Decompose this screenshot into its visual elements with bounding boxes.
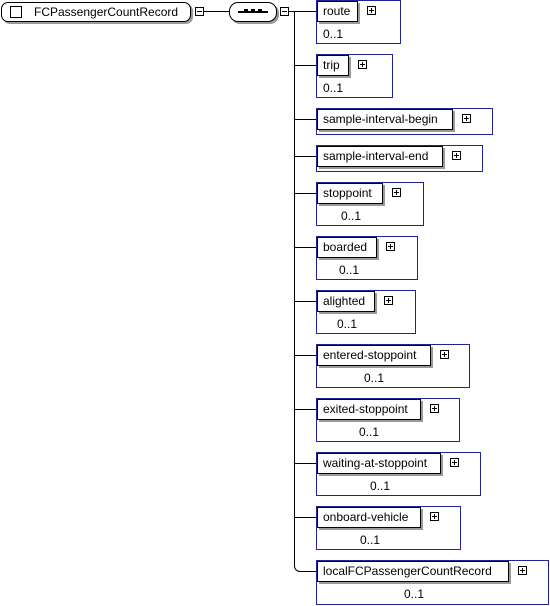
connector-line bbox=[289, 11, 295, 12]
expand-icon[interactable] bbox=[430, 404, 439, 413]
element-label: alighted bbox=[317, 291, 375, 312]
branch-line bbox=[294, 517, 316, 518]
occurrence-label: 0..1 bbox=[364, 371, 385, 385]
sequence-compositor[interactable] bbox=[229, 2, 277, 22]
occurrence-label: 0..1 bbox=[337, 317, 358, 331]
expand-icon[interactable] bbox=[367, 6, 376, 15]
collapse-icon[interactable] bbox=[280, 7, 289, 16]
element-label: stoppoint bbox=[317, 183, 383, 204]
expand-icon[interactable] bbox=[430, 512, 439, 521]
element-node-exited-stoppoint[interactable]: exited-stoppoint 0..1 bbox=[316, 398, 460, 442]
branch-line bbox=[294, 301, 316, 302]
occurrence-label: 0..1 bbox=[323, 27, 344, 41]
element-node-sample-interval-end[interactable]: sample-interval-end bbox=[316, 145, 483, 172]
branch-curve bbox=[294, 565, 301, 572]
occurrence-label: 0..1 bbox=[339, 263, 360, 277]
expand-icon[interactable] bbox=[386, 242, 395, 251]
element-label: sample-interval-end bbox=[317, 146, 443, 167]
branch-line bbox=[294, 355, 316, 356]
branch-line bbox=[294, 156, 316, 157]
expand-icon[interactable] bbox=[452, 151, 461, 160]
sequence-dot bbox=[258, 9, 262, 13]
element-node-alighted[interactable]: alighted 0..1 bbox=[316, 290, 416, 334]
element-node-trip[interactable]: trip 0..1 bbox=[316, 54, 393, 98]
branch-line bbox=[294, 119, 316, 120]
occurrence-label: 0..1 bbox=[370, 479, 391, 493]
branch-line bbox=[294, 11, 316, 12]
branch-line bbox=[294, 193, 316, 194]
expand-icon[interactable] bbox=[440, 350, 449, 359]
expand-icon[interactable] bbox=[518, 566, 527, 575]
element-label: localFCPassengerCountRecord bbox=[317, 561, 509, 582]
sequence-dot bbox=[251, 9, 255, 13]
expand-icon[interactable] bbox=[384, 296, 393, 305]
branch-line bbox=[294, 65, 316, 66]
occurrence-label: 0..1 bbox=[360, 533, 381, 547]
expand-icon[interactable] bbox=[450, 458, 459, 467]
element-label: entered-stoppoint bbox=[317, 345, 431, 366]
expand-icon[interactable] bbox=[358, 60, 367, 69]
element-node-onboard-vehicle[interactable]: onboard-vehicle 0..1 bbox=[316, 506, 461, 550]
collapse-icon[interactable] bbox=[195, 7, 204, 16]
element-node-boarded[interactable]: boarded 0..1 bbox=[316, 236, 418, 280]
element-node-entered-stoppoint[interactable]: entered-stoppoint 0..1 bbox=[316, 344, 470, 388]
element-label: waiting-at-stoppoint bbox=[317, 453, 441, 474]
element-label: onboard-vehicle bbox=[317, 507, 421, 528]
element-node-sample-interval-begin[interactable]: sample-interval-begin bbox=[316, 108, 493, 135]
expand-icon[interactable] bbox=[392, 188, 401, 197]
element-node-stoppoint[interactable]: stoppoint 0..1 bbox=[316, 182, 424, 226]
expand-icon[interactable] bbox=[462, 114, 471, 123]
element-node-waiting-at-stoppoint[interactable]: waiting-at-stoppoint 0..1 bbox=[316, 452, 481, 496]
element-label: route bbox=[317, 1, 358, 22]
occurrence-label: 0..1 bbox=[323, 81, 344, 95]
element-node-localFCPassengerCountRecord[interactable]: localFCPassengerCountRecord 0..1 bbox=[316, 560, 549, 605]
sequence-dot bbox=[244, 9, 248, 13]
root-element-node[interactable]: FCPassengerCountRecord bbox=[1, 2, 191, 22]
element-icon bbox=[10, 6, 22, 18]
element-label: sample-interval-begin bbox=[317, 109, 453, 130]
root-element-label: FCPassengerCountRecord bbox=[34, 5, 179, 19]
branch-line bbox=[294, 247, 316, 248]
branch-line bbox=[300, 571, 316, 572]
branch-line bbox=[294, 463, 316, 464]
tree-trunk-line bbox=[294, 11, 295, 565]
element-node-route[interactable]: route 0..1 bbox=[316, 0, 401, 44]
element-label: trip bbox=[317, 55, 349, 76]
element-label: exited-stoppoint bbox=[317, 399, 421, 420]
occurrence-label: 0..1 bbox=[341, 209, 362, 223]
occurrence-label: 0..1 bbox=[404, 587, 425, 601]
occurrence-label: 0..1 bbox=[359, 425, 380, 439]
element-label: boarded bbox=[317, 237, 377, 258]
branch-line bbox=[294, 409, 316, 410]
connector-line bbox=[204, 11, 229, 12]
